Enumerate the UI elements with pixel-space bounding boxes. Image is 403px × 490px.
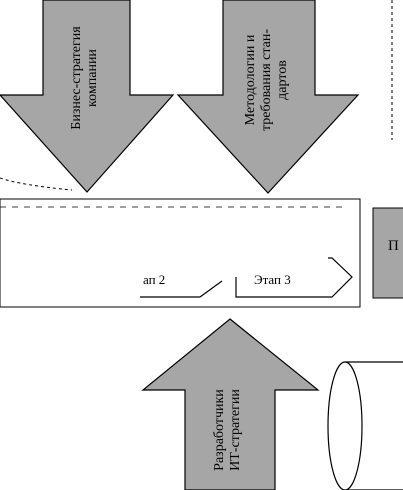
label-line: компании — [85, 49, 100, 107]
side-box — [372, 207, 403, 299]
arrow-methodologies — [176, 0, 360, 194]
label-line: Методологии и — [243, 34, 258, 126]
arrow-methodologies-label: Методологии и требования стан- дартов — [243, 15, 295, 145]
dashed-line-left — [0, 177, 73, 191]
side-box-label: П — [388, 238, 399, 254]
label-line: Бизнес-стратегия — [69, 26, 84, 130]
arrow-business-strategy — [0, 0, 175, 193]
process-box — [0, 198, 361, 308]
arrow-developers — [141, 318, 320, 490]
arrow-business-strategy-label: Бизнес-стратегия компании — [69, 13, 105, 143]
label-line: ИТ-стратегии — [228, 389, 243, 471]
label-line: Разработчики — [212, 389, 227, 471]
stage-3-label: Этап 3 — [254, 272, 291, 287]
arrow-developers-label: Разработчики ИТ-стратегии — [212, 370, 248, 490]
stage-2-label: ап 2 — [143, 272, 166, 287]
label-line: требования стан- — [259, 28, 274, 132]
cylinder — [327, 361, 403, 490]
stage-2-chevron — [140, 280, 223, 298]
stage-3-chevron — [235, 257, 353, 298]
label-line: дартов — [275, 60, 290, 100]
